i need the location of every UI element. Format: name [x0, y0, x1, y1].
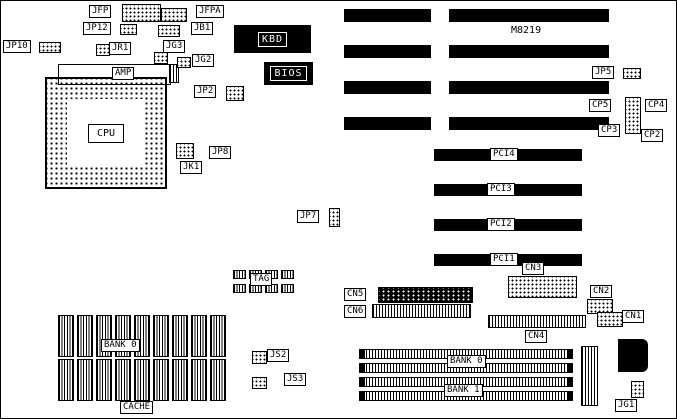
tag-sram-chip [233, 284, 246, 293]
label-jg3: JG3 [163, 40, 186, 53]
cache-chip [191, 359, 207, 401]
label-jp5: JP5 [592, 66, 615, 79]
amp-regulator-fins [169, 64, 179, 83]
label-amp: AMP [112, 67, 135, 80]
cache-chip [172, 359, 188, 401]
jfpa-header [161, 8, 187, 22]
js3-header [252, 377, 267, 389]
isa-slot-3-short [344, 81, 431, 94]
cache-chip [134, 359, 150, 401]
label-cn3: CN3 [522, 262, 545, 275]
isa-slot-3-long [449, 81, 609, 94]
label-bios: BIOS [270, 66, 307, 81]
jp8-header [176, 143, 194, 159]
cache-chip [58, 359, 74, 401]
label-tag: TAG [250, 273, 273, 286]
label-cn5: CN5 [344, 288, 367, 301]
tag-sram-chip [281, 284, 294, 293]
jg3-header [154, 52, 168, 64]
isa-slot-2-short [344, 45, 431, 58]
label-cp2: CP2 [641, 129, 664, 142]
label-cn2: CN2 [590, 285, 613, 298]
label-jp2: JP2 [194, 85, 217, 98]
keyboard-din-connector [618, 339, 648, 372]
cn3-header [508, 276, 577, 298]
cpu-socket-inner: CPU [67, 99, 145, 167]
cn4-connector [488, 315, 586, 328]
cn6-connector [372, 304, 471, 318]
cache-chip [172, 315, 188, 357]
label-cpu: CPU [87, 123, 125, 143]
label-pci1: PCI1 [490, 253, 518, 266]
label-jr1: JR1 [109, 42, 132, 55]
label-cp5: CP5 [589, 99, 612, 112]
isa-slot-4-long [449, 117, 609, 130]
cn5-connector [378, 287, 473, 303]
isa-slot-4-short [344, 117, 431, 130]
cache-chip [58, 315, 74, 357]
label-jfp: JFP [89, 5, 112, 18]
label-jg2: JG2 [192, 54, 215, 67]
jb1-header [158, 25, 180, 37]
cp-header [625, 97, 641, 134]
label-jp10: JP10 [3, 40, 31, 53]
isa-slot-1-long [449, 9, 609, 22]
label-jp8: JP8 [209, 146, 232, 159]
cache-chip [153, 315, 169, 357]
label-pci4: PCI4 [490, 148, 518, 161]
cache-chip [96, 359, 112, 401]
label-bank0-left: BANK 0 [101, 339, 140, 352]
jg1-header [631, 381, 644, 398]
power-connector [581, 346, 598, 406]
label-cn4: CN4 [525, 330, 548, 343]
label-jp7: JP7 [297, 210, 320, 223]
tag-sram-chip [281, 270, 294, 279]
label-cp3: CP3 [598, 124, 621, 137]
label-jg1: JG1 [615, 399, 638, 412]
isa-slot-2-long [449, 45, 609, 58]
jg2-header [177, 57, 191, 68]
tag-sram-chip [233, 270, 246, 279]
js2-header [252, 351, 267, 364]
jp2-header [226, 86, 244, 101]
jfp-header [122, 4, 161, 22]
label-cn6: CN6 [344, 305, 367, 318]
cn2-header [587, 299, 613, 314]
label-cache: CACHE [120, 401, 154, 414]
label-pci2: PCI2 [487, 218, 515, 231]
jp5-header [623, 68, 641, 79]
label-js3: JS3 [284, 373, 307, 386]
label-pci3: PCI3 [487, 183, 515, 196]
label-jp12: JP12 [83, 22, 111, 35]
label-bank1: BANK 1 [444, 384, 483, 397]
label-jb1: JB1 [191, 22, 214, 35]
cache-chip [153, 359, 169, 401]
board-model: M8219 [511, 25, 542, 36]
isa-slot-1-short [344, 9, 431, 22]
label-jfpa: JFPA [196, 5, 224, 18]
cache-chip [77, 315, 93, 357]
cache-chip [191, 315, 207, 357]
cache-chip [77, 359, 93, 401]
cache-chip [115, 359, 131, 401]
cn1-header [597, 312, 623, 327]
cpu-socket: CPU [45, 77, 167, 189]
label-js2: JS2 [267, 349, 290, 362]
bios-chip: BIOS [264, 62, 313, 85]
cache-chip [210, 315, 226, 357]
jp10-header [39, 42, 61, 53]
cache-chip [210, 359, 226, 401]
jp12-header [120, 24, 137, 35]
jp7-header [329, 208, 340, 227]
label-cn1: CN1 [622, 310, 645, 323]
label-bank0-right: BANK 0 [447, 355, 486, 368]
label-kbd: KBD [257, 31, 288, 47]
label-cp4: CP4 [645, 99, 668, 112]
label-jk1: JK1 [180, 161, 203, 174]
keyboard-controller-chip: KBD [234, 25, 311, 53]
jr1-header [96, 44, 110, 56]
